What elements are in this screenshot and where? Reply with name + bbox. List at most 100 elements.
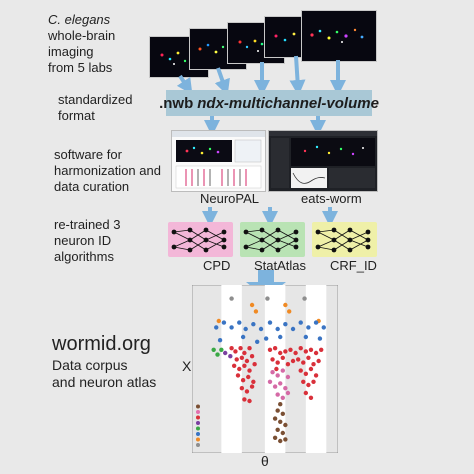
neuron-point: [293, 350, 298, 356]
neuron-point: [275, 360, 280, 365]
neuron-point: [306, 382, 311, 388]
neuron-point: [247, 346, 252, 351]
plot-band: [305, 285, 327, 453]
neuron-point: [308, 347, 314, 352]
neuron-point: [278, 381, 283, 386]
neuron-point: [239, 355, 245, 360]
neuron-point: [243, 326, 248, 332]
neuron-point: [283, 386, 288, 391]
neuron-point: [272, 384, 278, 389]
neuron-point: [308, 366, 314, 372]
neuron-point: [242, 350, 247, 356]
neuron-point: [313, 373, 319, 378]
neuron-point: [278, 438, 283, 444]
neuron-point: [251, 322, 256, 327]
algorithm-label-statatlas: StatAtlas: [254, 258, 307, 273]
neuron-point: [211, 347, 216, 352]
neuron-point: [233, 349, 238, 354]
neuron-point: [298, 368, 303, 373]
algorithm-box-statatlas: [240, 222, 305, 257]
neuron-point: [219, 347, 224, 352]
neuron-point: [247, 368, 252, 373]
neuron-point: [278, 402, 283, 407]
tool-eats-worm-label: eats-worm: [301, 191, 362, 206]
neuron-point: [283, 302, 288, 308]
neuron-point: [242, 363, 247, 368]
neuron-point: [244, 389, 250, 394]
neuron-point: [295, 357, 301, 362]
neuron-point: [319, 347, 324, 352]
legend-dot: [196, 426, 200, 431]
neuron-point: [275, 326, 280, 332]
neuron-point: [215, 352, 220, 357]
neuron-point: [270, 370, 275, 375]
software-label: software for harmonization and data cura…: [54, 147, 161, 195]
neuron-point: [242, 397, 247, 402]
neuron-point: [267, 347, 273, 352]
neuron-point: [301, 360, 306, 365]
neuron-point: [275, 373, 280, 378]
nwb-format-bar: .nwb ndx-multichannel-volume: [159, 90, 379, 116]
neuron-point: [249, 302, 255, 308]
neuron-point: [303, 390, 309, 396]
neuron-point: [306, 325, 311, 330]
neuron-point: [278, 419, 283, 424]
neuron-point: [278, 350, 283, 356]
arrows-to-nwb: [176, 55, 346, 96]
neuron-point: [221, 320, 227, 325]
eats-worm-screenshot: [268, 130, 378, 192]
format-label: standardized format: [58, 92, 132, 124]
neuron-point: [247, 398, 252, 404]
atlas-line2: and neuron atlas: [52, 374, 157, 390]
neuron-point: [275, 427, 280, 432]
neuron-point: [267, 379, 273, 384]
neuron-point: [280, 430, 285, 436]
neuron-point: [274, 366, 279, 372]
neuron-point: [265, 296, 270, 301]
tool-neuropal-label: NeuroPAL: [200, 191, 260, 206]
legend-dot: [196, 415, 200, 420]
software-line1: software for: [54, 147, 122, 162]
neuron-point: [240, 378, 246, 383]
neuron-point: [231, 363, 237, 368]
neuron-point: [228, 354, 233, 359]
algorithm-label-cpd: CPD: [203, 258, 231, 273]
neuron-point: [217, 338, 223, 343]
neuron-point: [229, 296, 234, 301]
legend-dot: [196, 404, 200, 409]
algorithms-line3: algorithms: [54, 249, 114, 264]
neuron-point: [263, 336, 269, 341]
atlas-label: Data corpus and neuron atlas: [52, 357, 156, 391]
neuron-point: [244, 358, 250, 364]
neuron-point: [253, 309, 259, 314]
neuron-point: [267, 320, 273, 325]
neuron-point: [275, 392, 280, 397]
neuron-point: [306, 355, 311, 360]
neuron-point: [311, 362, 316, 367]
algorithms-line2: neuron ID: [54, 233, 112, 248]
neuron-point: [290, 358, 296, 364]
neuron-point: [249, 354, 255, 359]
legend-dot: [196, 437, 200, 442]
neuron-point: [287, 309, 292, 314]
software-line2: harmonization and: [54, 163, 161, 178]
neuron-point: [223, 350, 228, 356]
neuron-point: [308, 395, 314, 400]
neuron-point: [235, 373, 241, 378]
neuron-point: [278, 334, 283, 340]
neuron-point: [283, 349, 288, 354]
site-name: wormid.org: [52, 333, 151, 355]
neural-net-icon: [243, 227, 299, 253]
x-axis-label: θ: [261, 453, 269, 469]
neuron-point: [288, 347, 293, 352]
neuron-point: [283, 437, 288, 442]
arrows-to-software: [204, 116, 326, 136]
neuron-point: [321, 325, 326, 330]
algorithms-line1: re-trained 3: [54, 217, 121, 232]
format-line2: format: [58, 108, 95, 123]
software-line3: data curation: [54, 179, 130, 194]
neuron-point: [252, 362, 257, 367]
neuron-point: [301, 379, 306, 384]
neuron-point: [237, 366, 242, 372]
nwb-prefix: .nwb: [159, 94, 194, 112]
